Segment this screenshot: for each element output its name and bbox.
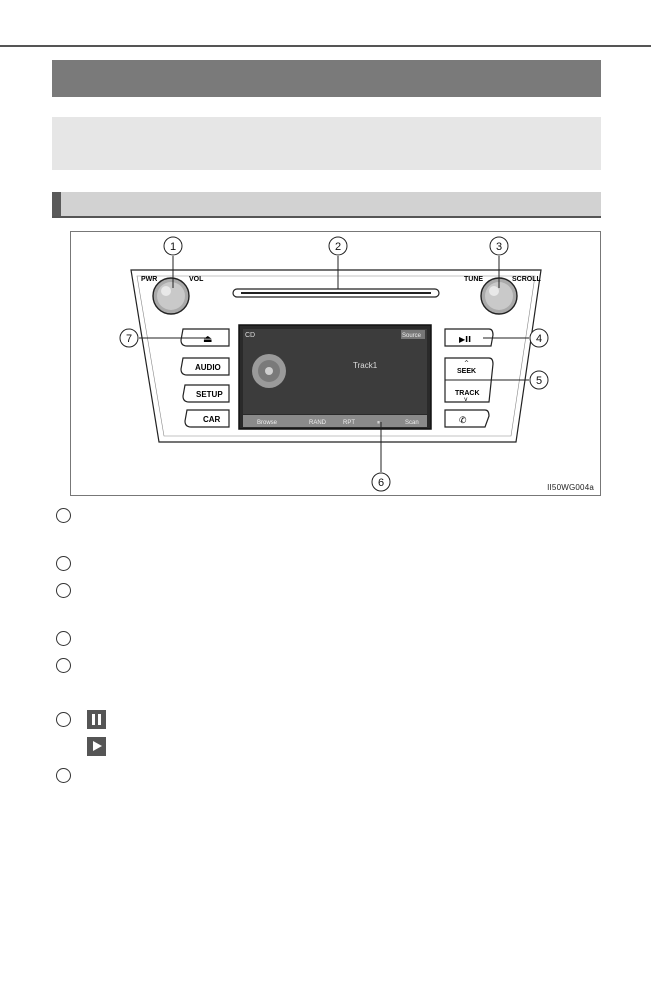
svg-text:TRACK: TRACK [455, 390, 480, 397]
svg-text:SEEK: SEEK [457, 368, 476, 375]
svg-text:▶II: ▶II [459, 335, 471, 344]
svg-text:Scan: Scan [405, 420, 419, 426]
legend-marker-2 [56, 556, 71, 571]
legend-marker-3 [56, 583, 71, 598]
svg-text:✆: ✆ [459, 416, 467, 426]
callout-4 [529, 328, 549, 348]
svg-text:RAND: RAND [309, 420, 327, 426]
svg-text:Source: Source [402, 333, 422, 339]
svg-text:⏸: ⏸ [377, 419, 380, 426]
callout-7 [119, 328, 139, 348]
section-heading-marker [52, 192, 61, 216]
legend-marker-1 [56, 508, 71, 523]
svg-text:^: ^ [464, 360, 469, 367]
callout-4-number: 4 [536, 333, 542, 345]
play-pause-button: ▶II [444, 328, 494, 347]
svg-text:SETUP: SETUP [196, 390, 223, 399]
svg-text:⏏: ⏏ [203, 334, 212, 345]
svg-text:AUDIO: AUDIO [195, 363, 221, 372]
callout-1-number: 1 [170, 241, 176, 253]
info-box [52, 117, 601, 170]
svg-text:RPT: RPT [343, 420, 355, 426]
figure-id: II50WG004a [547, 483, 594, 492]
audio-button: AUDIO [180, 357, 230, 376]
callout-5 [529, 370, 549, 390]
play-icon [87, 737, 106, 756]
scroll-label: SCROLL [512, 276, 542, 283]
legend-marker-7 [56, 768, 71, 783]
setup-button: SETUP [182, 384, 230, 403]
svg-text:Track1: Track1 [353, 361, 378, 370]
power-volume-knob [152, 277, 190, 315]
callout-2 [328, 236, 348, 256]
tune-scroll-knob [480, 277, 518, 315]
legend-marker-6 [56, 712, 71, 727]
audio-unit-illustration: PWR VOL TUNE SCROLL ⏏ AUDIO SETUP CAR [119, 236, 549, 492]
callout-3-number: 3 [496, 241, 502, 253]
callout-6 [371, 472, 391, 492]
pause-icon [87, 710, 106, 729]
car-button: CAR [184, 409, 230, 428]
callout-7-number: 7 [126, 333, 132, 345]
svg-text:v: v [464, 396, 468, 403]
callout-5-number: 5 [536, 375, 542, 387]
callout-6-number: 6 [378, 477, 384, 489]
page-title-bar [52, 60, 601, 97]
callout-3 [489, 236, 509, 256]
display-screen: CD Source Track1 Browse RAND RPT ⏸ Scan [238, 324, 432, 430]
pwr-label: PWR [141, 276, 157, 283]
top-rule [0, 45, 651, 47]
phone-button: ✆ [444, 409, 490, 428]
audio-unit-figure: PWR VOL TUNE SCROLL ⏏ AUDIO SETUP CAR [70, 231, 601, 496]
tune-label: TUNE [464, 276, 483, 283]
callout-1 [163, 236, 183, 256]
callout-2-number: 2 [335, 241, 341, 253]
legend-marker-5 [56, 658, 71, 673]
svg-text:Browse: Browse [257, 420, 278, 426]
section-heading-bar [52, 192, 601, 218]
legend-marker-4 [56, 631, 71, 646]
svg-text:CAR: CAR [203, 415, 221, 424]
svg-text:CD: CD [245, 332, 255, 339]
vol-label: VOL [189, 276, 204, 283]
